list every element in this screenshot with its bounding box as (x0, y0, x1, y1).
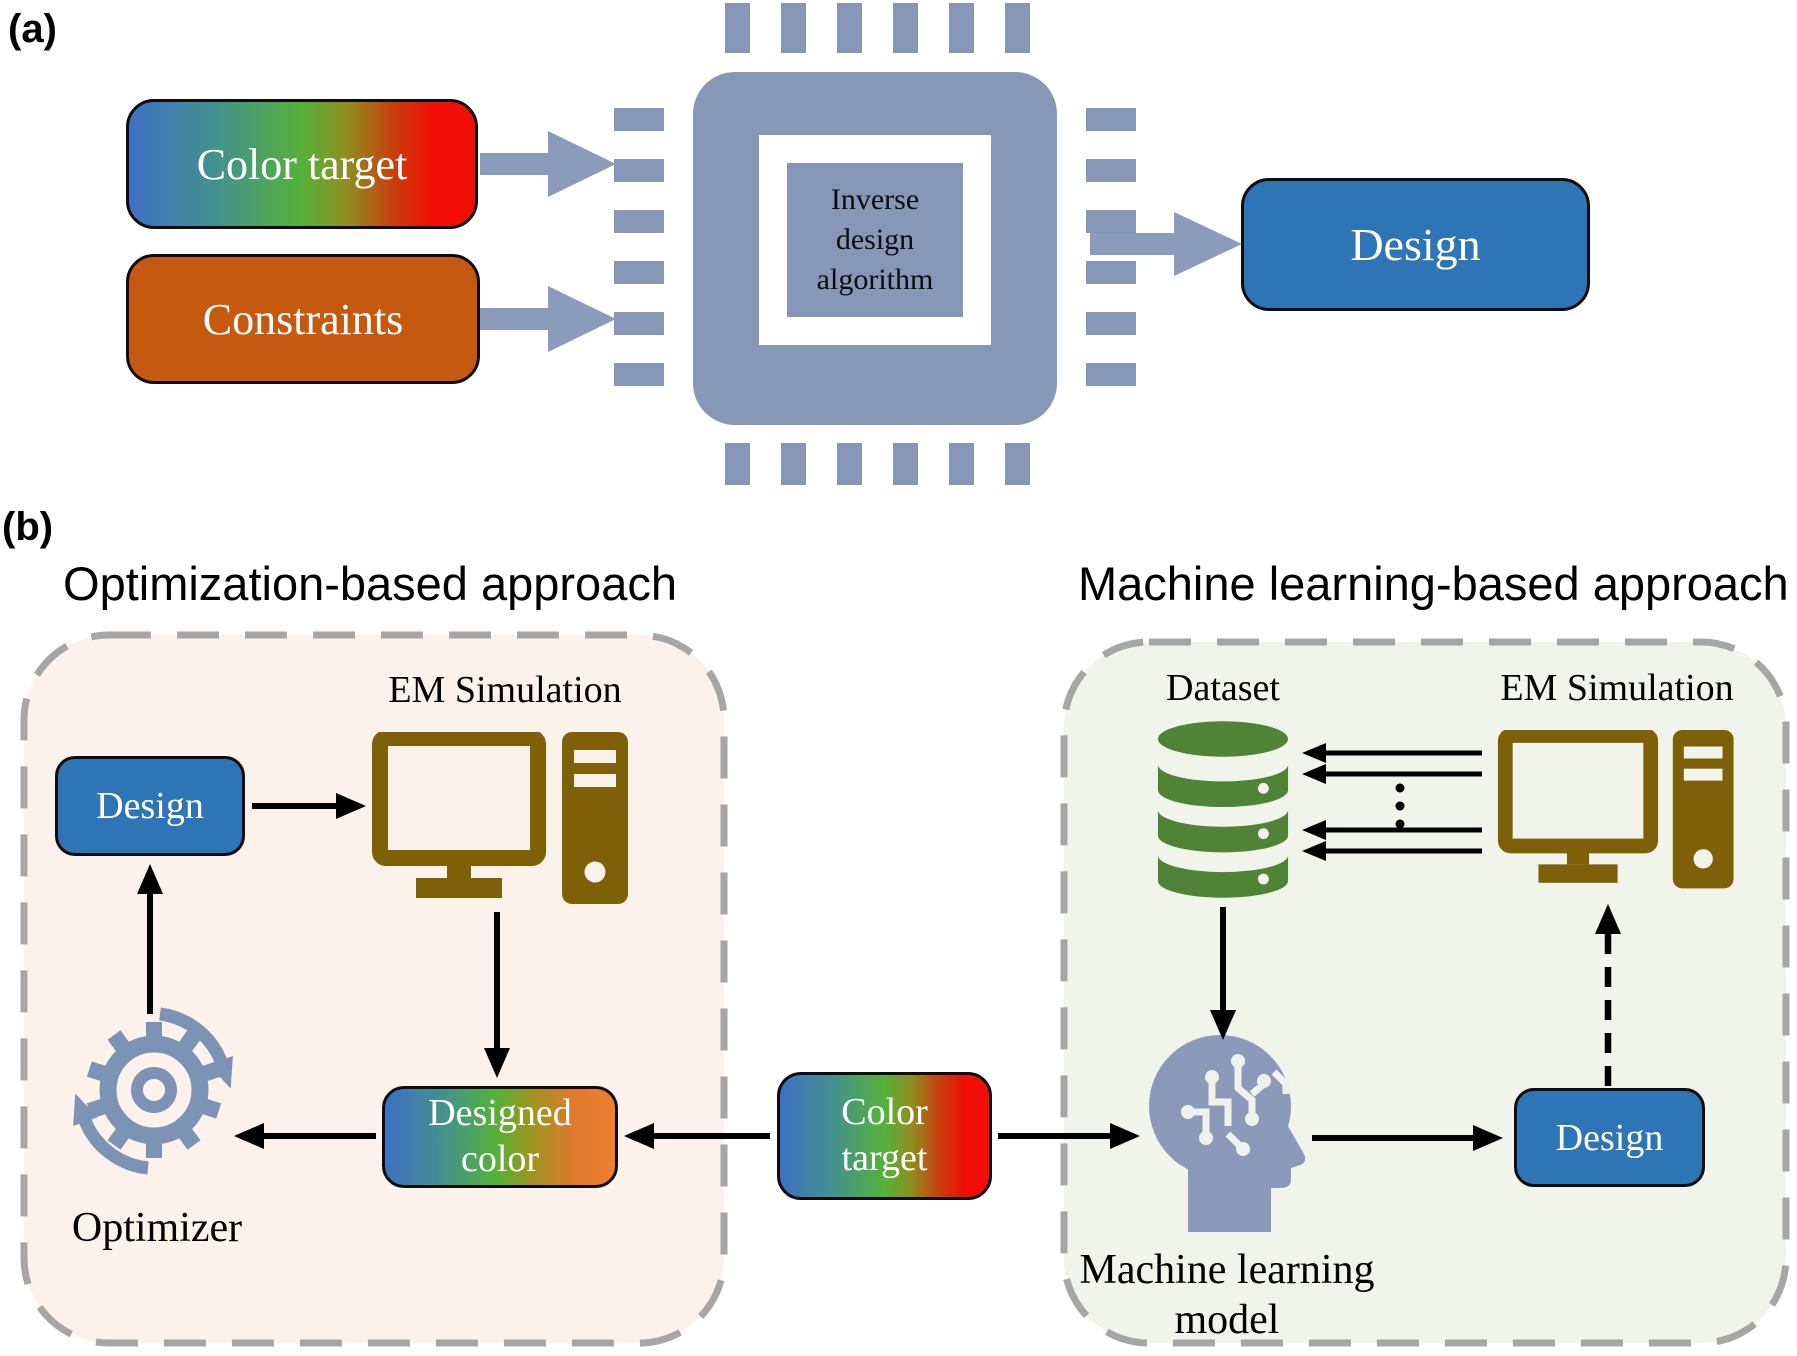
ellipsis-dots-icon (1395, 783, 1405, 829)
chip-pins-left-icon (614, 108, 664, 386)
constraints-label: Constraints (202, 294, 404, 344)
chip-pins-right-icon (1086, 108, 1136, 386)
design-label-a: Design (1350, 219, 1481, 270)
panel-b-label: (b) (2, 505, 54, 549)
design-box-machine-learning: Design (1514, 1088, 1705, 1187)
computer-icon-right (1497, 730, 1734, 889)
em-simulation-label-right: EM Simulation (1500, 667, 1734, 709)
design-box-a: Design (1241, 178, 1590, 311)
em-simulation-label-left: EM Simulation (388, 669, 622, 711)
dataset-label: Dataset (1166, 667, 1280, 709)
optimizer-label: Optimizer (71, 1205, 243, 1251)
arrows-simulation-to-dataset-icon (1302, 743, 1482, 861)
optimization-title: Optimization-based approach (63, 557, 677, 610)
chip-label: Inverse design algorithm (816, 183, 934, 296)
chip-core: Inverse design algorithm (787, 163, 963, 317)
input-arrow-color-target-icon (480, 131, 616, 197)
color-target-box-a: Color target (126, 99, 478, 229)
design-box-optimization: Design (55, 756, 245, 856)
design-label-machine-learning: Design (1555, 1116, 1664, 1159)
designed-color-box: Designed color (382, 1086, 618, 1188)
machine-learning-title: Machine learning-based approach (1078, 557, 1789, 610)
color-target-label-b: Color target (841, 1091, 928, 1179)
chip-pins-top-icon (725, 3, 1031, 53)
machine-learning-head-icon (1149, 1035, 1306, 1232)
computer-icon-left (372, 732, 628, 904)
optimizer-gear-icon (73, 1007, 233, 1175)
designed-color-label: Designed color (428, 1092, 572, 1180)
color-target-box-b: Color target (777, 1072, 992, 1200)
design-label-optimization: Design (96, 785, 204, 827)
input-arrow-constraints-icon (480, 286, 616, 352)
color-target-label-a: Color target (196, 139, 408, 189)
dataset-icon (1157, 721, 1289, 898)
panel-a-label: (a) (8, 7, 57, 51)
machine-learning-model-label: Machine learning model (1079, 1247, 1375, 1343)
constraints-box: Constraints (126, 254, 480, 384)
chip-pins-bottom-icon (725, 443, 1031, 485)
